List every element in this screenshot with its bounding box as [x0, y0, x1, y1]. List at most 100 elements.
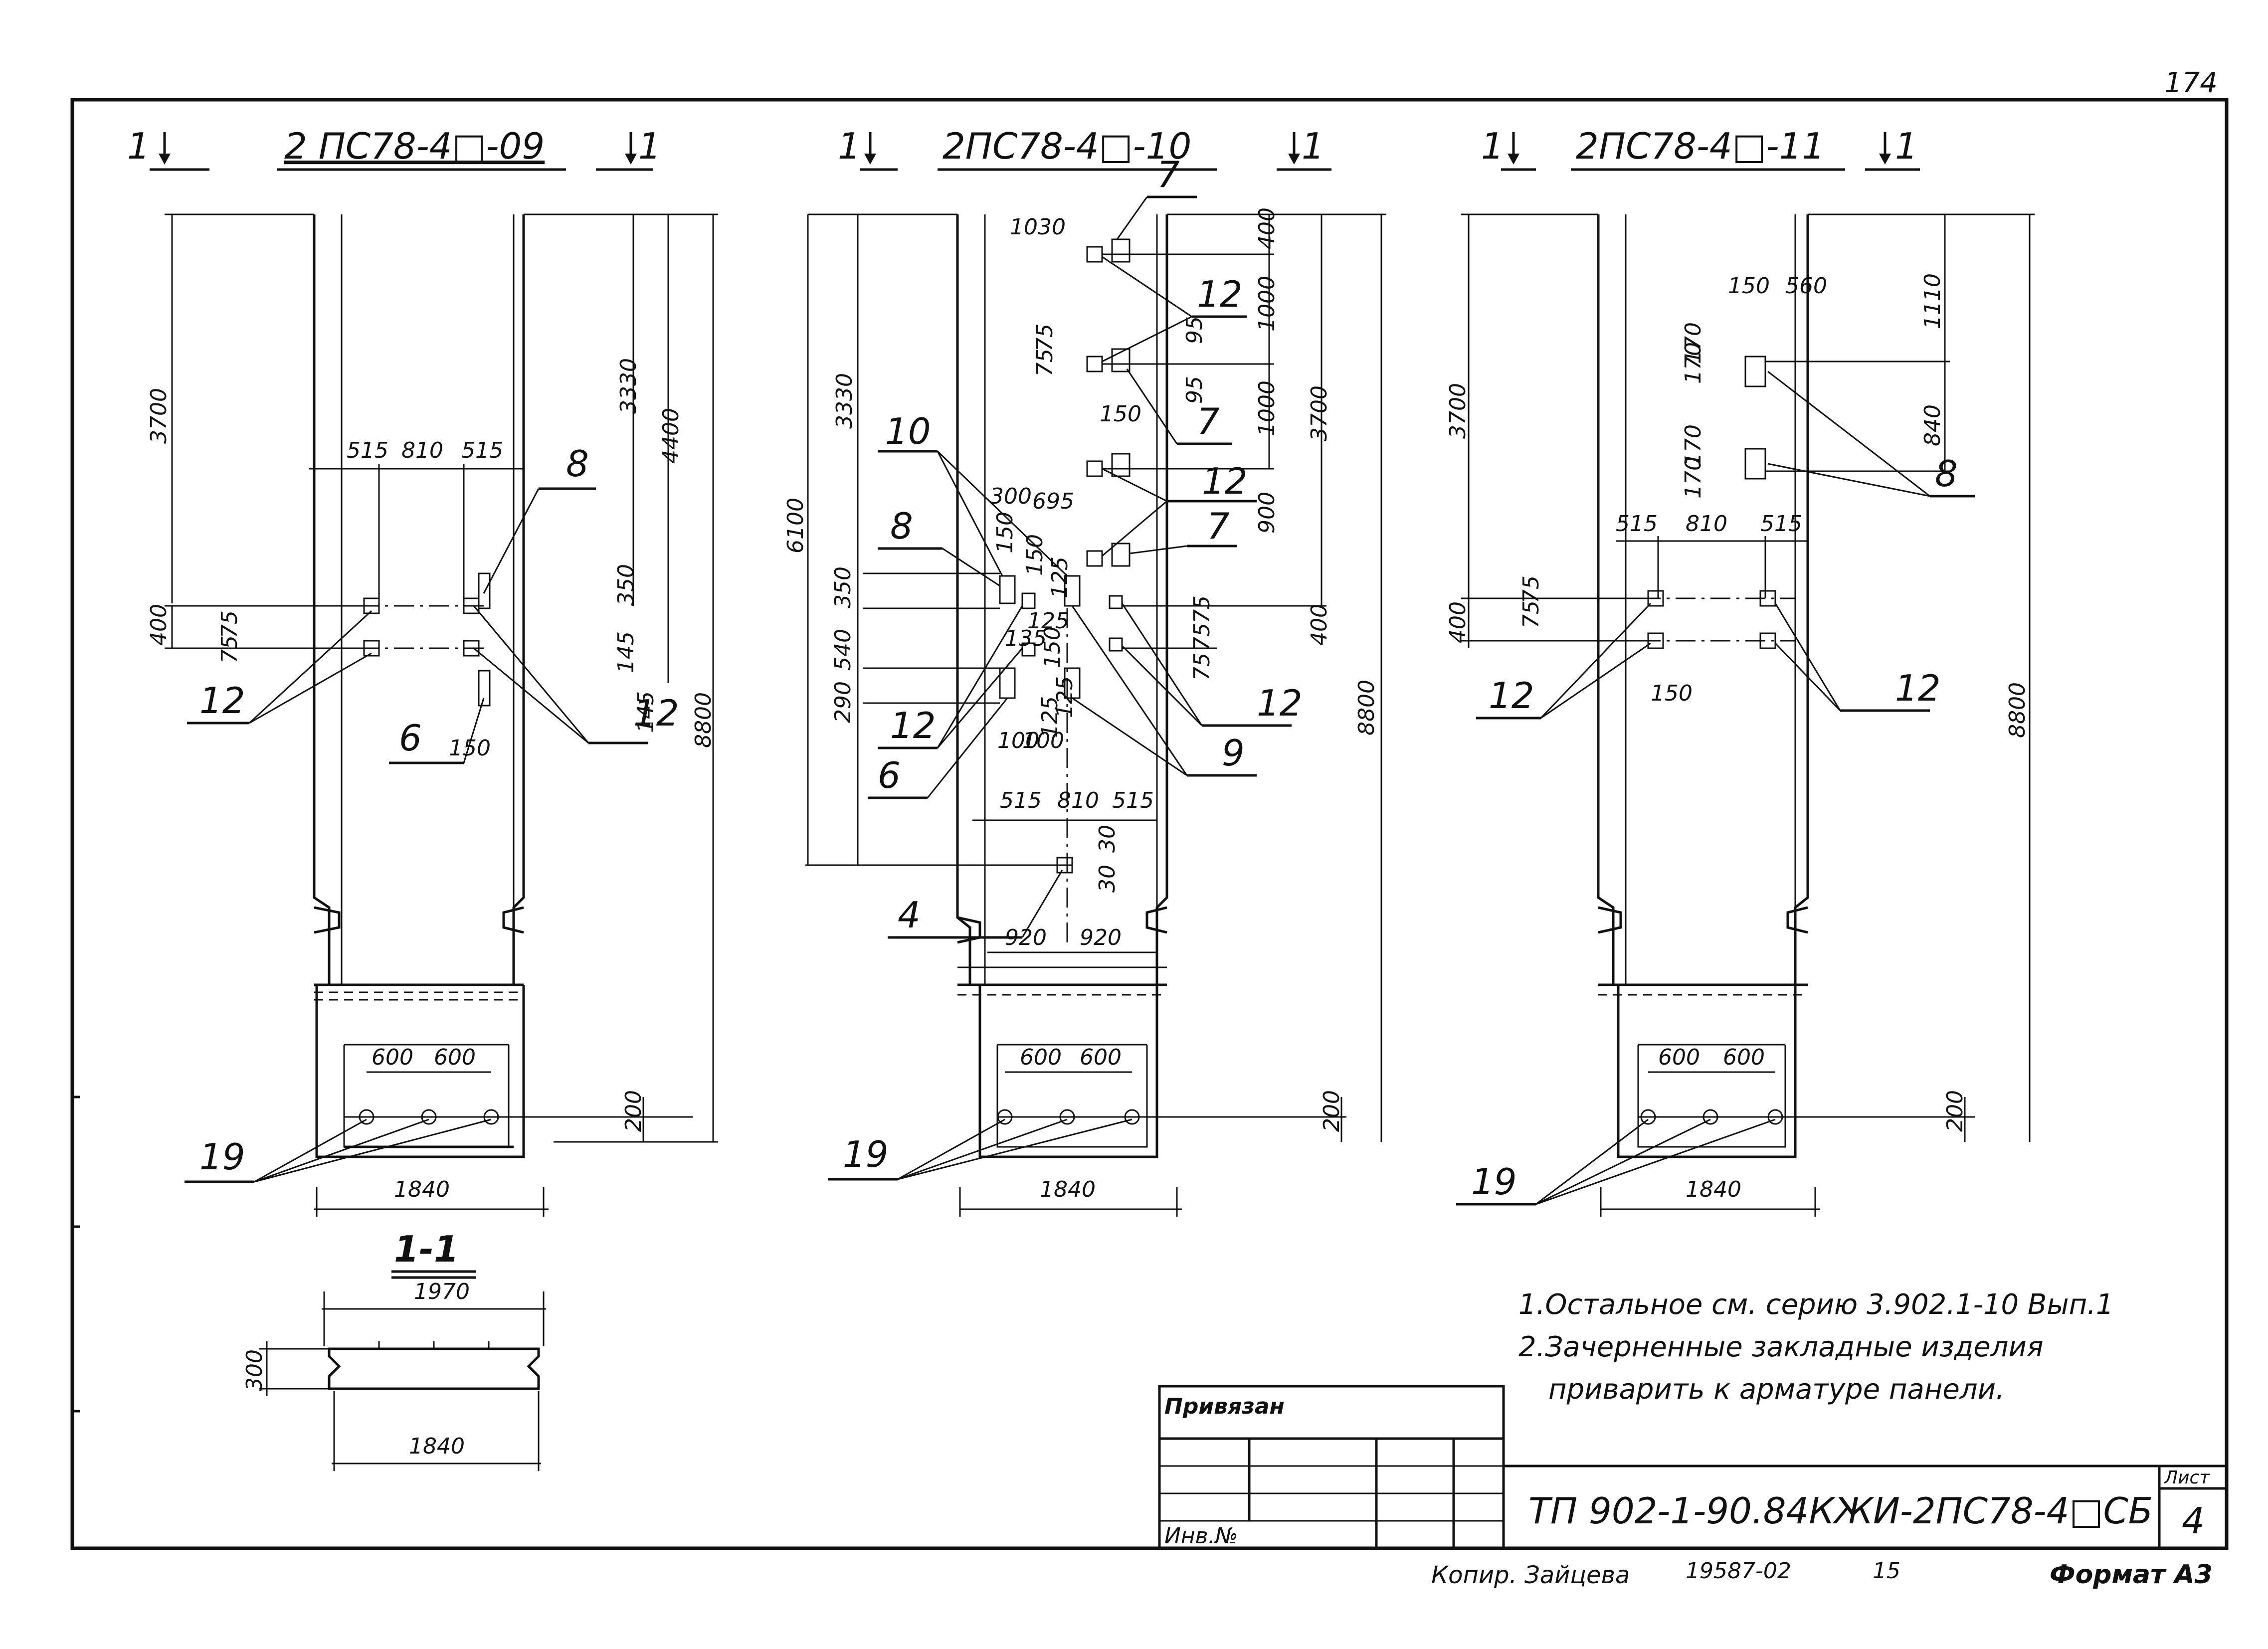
svg-text:75: 75	[1032, 324, 1058, 352]
svg-text:8: 8	[566, 443, 589, 485]
svg-text:75: 75	[1518, 575, 1544, 603]
svg-text:8800: 8800	[691, 692, 716, 748]
title-block: Привязан Инв.№ ТП 902-1-90.84КЖИ-2ПС78-4…	[1158, 1385, 2228, 1550]
svg-text:10: 10	[885, 410, 931, 452]
svg-text:6: 6	[399, 717, 422, 759]
svg-text:810: 810	[401, 438, 443, 463]
svg-text:7: 7	[1207, 505, 1230, 547]
section-dim-top: 1970	[414, 1279, 470, 1304]
svg-text:600: 600	[434, 1045, 476, 1070]
svg-text:515: 515	[461, 438, 503, 463]
svg-text:600: 600	[1658, 1045, 1700, 1070]
svg-text:150: 150	[1651, 681, 1693, 706]
svg-text:400: 400	[146, 604, 172, 646]
svg-text:150: 150	[1040, 626, 1065, 668]
svg-text:1840: 1840	[394, 1177, 450, 1202]
svg-text:7: 7	[1157, 154, 1180, 195]
svg-text:8800: 8800	[1354, 680, 1379, 735]
svg-text:560: 560	[1785, 273, 1827, 299]
svg-text:75: 75	[1189, 595, 1215, 623]
svg-text:100: 100	[997, 728, 1039, 753]
svg-text:95: 95	[1182, 316, 1207, 344]
svg-text:125: 125	[1047, 556, 1073, 598]
svg-text:12: 12	[1489, 675, 1534, 717]
svg-text:150: 150	[992, 512, 1018, 553]
svg-text:1: 1	[127, 125, 150, 167]
svg-text:19: 19	[843, 1133, 889, 1175]
svg-text:7: 7	[1197, 400, 1220, 442]
panel-2: 1 2ПС78-4□-10 1	[783, 125, 1386, 1217]
svg-text:350: 350	[830, 566, 856, 608]
svg-text:515: 515	[1112, 788, 1154, 813]
note-2: 2.Зачерненные закладные изделия	[1518, 1331, 2044, 1363]
svg-text:1110: 1110	[1920, 273, 1945, 329]
notes: 1.Остальное см. серию 3.902.1-10 Вып.1 2…	[1518, 1288, 2114, 1406]
svg-text:4400: 4400	[658, 408, 684, 464]
svg-text:30: 30	[1095, 865, 1120, 893]
svg-text:12: 12	[890, 705, 936, 746]
svg-text:3330: 3330	[832, 373, 857, 429]
svg-text:600: 600	[1080, 1045, 1122, 1070]
svg-text:1840: 1840	[1686, 1177, 1741, 1202]
svg-text:12: 12	[633, 692, 679, 734]
panel-3-title: 2ПС78-4□-11	[1576, 125, 1825, 167]
svg-text:400: 400	[1307, 604, 1332, 646]
sheet-number-top: 174	[2164, 67, 2218, 99]
footer: Копир. Зайцева 19587-02 15 Формат А3	[1431, 1558, 2213, 1590]
panel-1-title: 2 ПС78-4□-09	[284, 125, 545, 167]
svg-text:200: 200	[1319, 1090, 1344, 1132]
sheet-value: 4	[2182, 1500, 2205, 1542]
svg-text:150: 150	[1728, 273, 1770, 299]
note-3: приварить к арматуре панели.	[1548, 1373, 2005, 1406]
svg-text:3330: 3330	[616, 358, 641, 414]
svg-text:3700: 3700	[146, 388, 172, 444]
svg-text:170: 170	[1681, 424, 1706, 466]
svg-text:100: 100	[1022, 728, 1064, 753]
svg-text:125: 125	[1037, 696, 1063, 738]
svg-text:125: 125	[1052, 676, 1078, 718]
svg-text:12: 12	[1895, 667, 1941, 709]
svg-text:75: 75	[1189, 653, 1215, 681]
sheet-frame	[70, 98, 2229, 1550]
sheet-label: Лист	[2163, 1467, 2210, 1488]
svg-text:150: 150	[1100, 401, 1141, 427]
section-dim-bottom: 1840	[409, 1434, 465, 1459]
panel-3: 1 2ПС78-4□-11 1	[1445, 125, 2035, 1217]
panel-1: 1 2 ПС78-4□-09 1	[127, 125, 718, 1217]
svg-text:12: 12	[199, 680, 245, 722]
svg-text:75: 75	[217, 635, 242, 663]
svg-text:1: 1	[838, 125, 861, 167]
svg-text:75: 75	[217, 610, 242, 638]
svg-text:515: 515	[1616, 511, 1658, 537]
svg-text:170: 170	[1681, 457, 1706, 499]
svg-text:515: 515	[1760, 511, 1802, 537]
svg-text:920: 920	[1080, 925, 1122, 950]
svg-text:1: 1	[1895, 125, 1918, 167]
svg-text:12: 12	[1202, 460, 1248, 502]
bound-label: Привязан	[1164, 1394, 1285, 1419]
svg-text:30: 30	[1095, 825, 1120, 853]
svg-text:695: 695	[1032, 489, 1074, 514]
svg-text:1: 1	[638, 125, 661, 167]
svg-text:8: 8	[890, 505, 913, 547]
note-1: 1.Остальное см. серию 3.902.1-10 Вып.1	[1518, 1288, 2114, 1321]
format-label: Формат А3	[2050, 1560, 2213, 1590]
svg-text:350: 350	[613, 564, 639, 606]
order-number: 19587-02	[1686, 1558, 1791, 1584]
svg-text:3700: 3700	[1445, 383, 1471, 439]
svg-text:170: 170	[1681, 322, 1706, 364]
svg-text:200: 200	[1942, 1090, 1968, 1132]
svg-text:515: 515	[1000, 788, 1042, 813]
footer-num: 15	[1873, 1558, 1900, 1584]
svg-text:150: 150	[449, 735, 491, 761]
svg-text:95: 95	[1182, 376, 1207, 404]
svg-text:1840: 1840	[1040, 1177, 1096, 1202]
svg-text:125: 125	[1027, 608, 1069, 634]
svg-text:9: 9	[1222, 732, 1245, 774]
doc-code: ТП 902-1-90.84КЖИ-2ПС78-4□СБ	[1528, 1490, 2153, 1532]
svg-text:170: 170	[1681, 342, 1706, 384]
svg-text:145: 145	[633, 691, 659, 733]
svg-text:300: 300	[990, 484, 1032, 509]
svg-text:19: 19	[1471, 1161, 1517, 1203]
